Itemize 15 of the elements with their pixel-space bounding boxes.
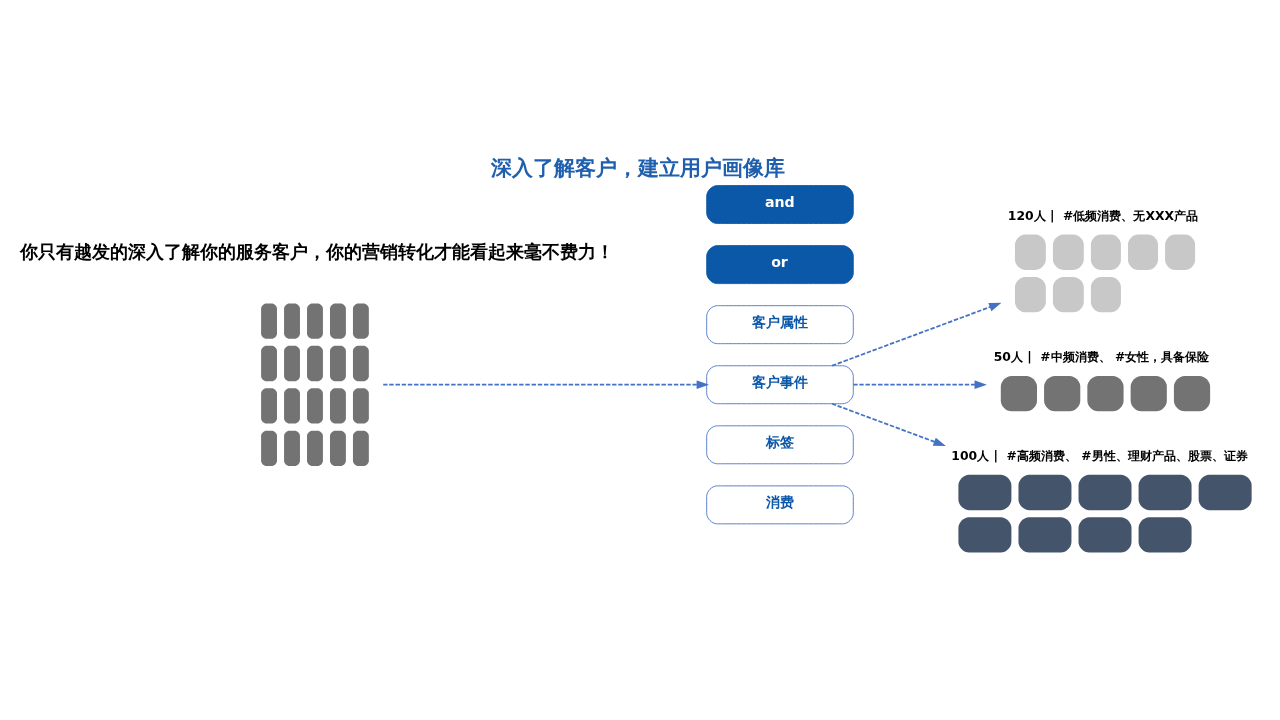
node-box: or [706, 245, 854, 285]
arrow [852, 380, 987, 390]
arrow [831, 302, 1002, 367]
node-box: 客户事件 [706, 365, 854, 405]
node-label: 100人 | #高频消费、 #男性、理财产品、股票、证券 [951, 448, 1248, 463]
diagram-title: 深入了解客户，建立用户画像库 [491, 155, 786, 181]
arrow [831, 402, 946, 447]
caption: 你只有越发的深入了解你的服务客户，你的营销转化才能看起来毫不费力！ [19, 242, 614, 263]
node-box: 客户属性 [706, 305, 854, 345]
node-box: 标签 [706, 425, 854, 465]
node-label: 50人 | #中频消费、 #女性，具备保险 [993, 350, 1210, 365]
node-box: and [706, 185, 854, 224]
node-box: 消费 [706, 485, 854, 525]
arrow [382, 380, 709, 390]
node-label: 120人 | #低频消费、无XXX产品 [1007, 208, 1199, 223]
